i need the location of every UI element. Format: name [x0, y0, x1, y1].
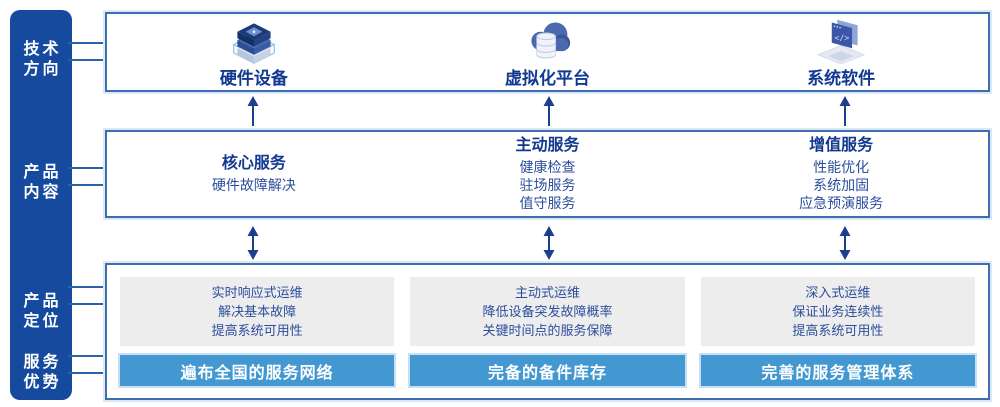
cloud-platform-icon — [530, 21, 570, 59]
positioning-line: 提高系统可用性 — [211, 323, 303, 339]
svg-text:</>: </> — [835, 32, 850, 42]
connector-line — [68, 372, 106, 374]
tech-col-virtualization: 虚拟化平台 — [401, 14, 695, 90]
rail-label-line: 服务 — [23, 354, 62, 371]
positioning-col-realtime: 实时响应式运维 解决基本故障 提高系统可用性 遍布全国的服务网络 — [120, 277, 395, 386]
up-arrow — [247, 96, 259, 126]
positioning-panel: 实时响应式运维 解决基本故障 提高系统可用性 — [120, 277, 395, 347]
rail-label-line: 内容 — [23, 184, 62, 201]
service-title: 主动服务 — [515, 137, 580, 154]
rail-label-line: 技术 — [23, 41, 62, 58]
positioning-line: 解决基本故障 — [218, 304, 297, 320]
positioning-line: 实时响应式运维 — [211, 285, 303, 301]
positioning-line: 主动式运维 — [514, 285, 580, 301]
connector-line — [68, 59, 106, 61]
tech-label: 硬件设备 — [219, 68, 288, 88]
connector-line — [68, 355, 106, 357]
tech-direction-box: 硬件设备 虚拟化平台 — [105, 12, 990, 92]
service-item: 应急预演服务 — [799, 195, 884, 211]
connector-line — [68, 167, 106, 169]
positioning-col-deep: 深入式运维 保证业务连续性 提高系统可用性 完善的服务管理体系 — [700, 277, 975, 386]
advantage-bar: 遍布全国的服务网络 — [120, 355, 395, 386]
double-arrow — [543, 226, 555, 260]
positioning-line: 提高系统可用性 — [792, 323, 884, 339]
service-col-core: 核心服务 硬件故障解决 — [107, 132, 401, 216]
service-item: 系统加固 — [813, 177, 870, 193]
connector-line — [68, 42, 106, 44]
positioning-panel: 深入式运维 保证业务连续性 提高系统可用性 — [700, 277, 975, 347]
connector-line — [68, 303, 106, 305]
positioning-line: 深入式运维 — [805, 285, 871, 301]
service-col-proactive: 主动服务 健康检查 驻场服务 值守服务 — [401, 132, 695, 216]
up-arrow — [543, 96, 555, 126]
rail-label-line: 方向 — [23, 61, 62, 78]
advantage-bar: 完善的服务管理体系 — [700, 355, 975, 386]
positioning-box: 实时响应式运维 解决基本故障 提高系统可用性 遍布全国的服务网络 主动式运维 降… — [105, 263, 990, 400]
service-item: 值守服务 — [519, 195, 576, 211]
service-title: 增值服务 — [809, 137, 874, 154]
tech-label: 虚拟化平台 — [505, 68, 590, 88]
tech-label: 系统软件 — [807, 68, 876, 88]
service-item: 驻场服务 — [519, 177, 576, 193]
rail-label-line: 产品 — [23, 164, 62, 181]
double-arrow — [839, 226, 851, 260]
advantage-bar: 完备的备件库存 — [410, 355, 685, 386]
rail-label-line: 产品 — [23, 293, 62, 310]
positioning-col-proactive: 主动式运维 降低设备突发故障概率 关键时间点的服务保障 完备的备件库存 — [410, 277, 685, 386]
rail-label-service-advantage: 服务 优势 — [10, 353, 72, 393]
connector-line — [68, 286, 106, 288]
rail-label-line: 优势 — [23, 374, 62, 391]
service-item: 健康检查 — [519, 159, 576, 175]
positioning-line: 降低设备突发故障概率 — [482, 304, 613, 320]
up-arrow — [839, 96, 851, 126]
service-title: 核心服务 — [221, 155, 286, 172]
service-item: 硬件故障解决 — [211, 177, 296, 193]
code-window-icon: </> — [816, 19, 866, 64]
positioning-panel: 主动式运维 降低设备突发故障概率 关键时间点的服务保障 — [410, 277, 685, 347]
connector-line — [68, 184, 106, 186]
double-arrow — [247, 226, 259, 260]
service-col-value-added: 增值服务 性能优化 系统加固 应急预演服务 — [694, 132, 988, 216]
tech-col-hardware: 硬件设备 — [107, 14, 401, 90]
tech-col-system-software: </> 系统软件 — [694, 14, 988, 90]
rail-label-tech-direction: 技术 方向 — [10, 40, 72, 80]
rail-label-product-positioning: 产品 定位 — [10, 292, 72, 332]
service-item: 性能优化 — [813, 159, 870, 175]
positioning-line: 关键时间点的服务保障 — [482, 323, 613, 339]
rail-label-line: 定位 — [23, 313, 62, 330]
server-stack-icon — [231, 22, 276, 64]
rail-label-product-content: 产品 内容 — [10, 163, 72, 203]
category-rail: 技术 方向 产品 内容 产品 定位 服务 优势 — [10, 10, 72, 400]
product-content-box: 核心服务 硬件故障解决 主动服务 健康检查 驻场服务 值守服务 增值服务 性能优… — [105, 130, 990, 218]
positioning-line: 保证业务连续性 — [792, 304, 884, 320]
